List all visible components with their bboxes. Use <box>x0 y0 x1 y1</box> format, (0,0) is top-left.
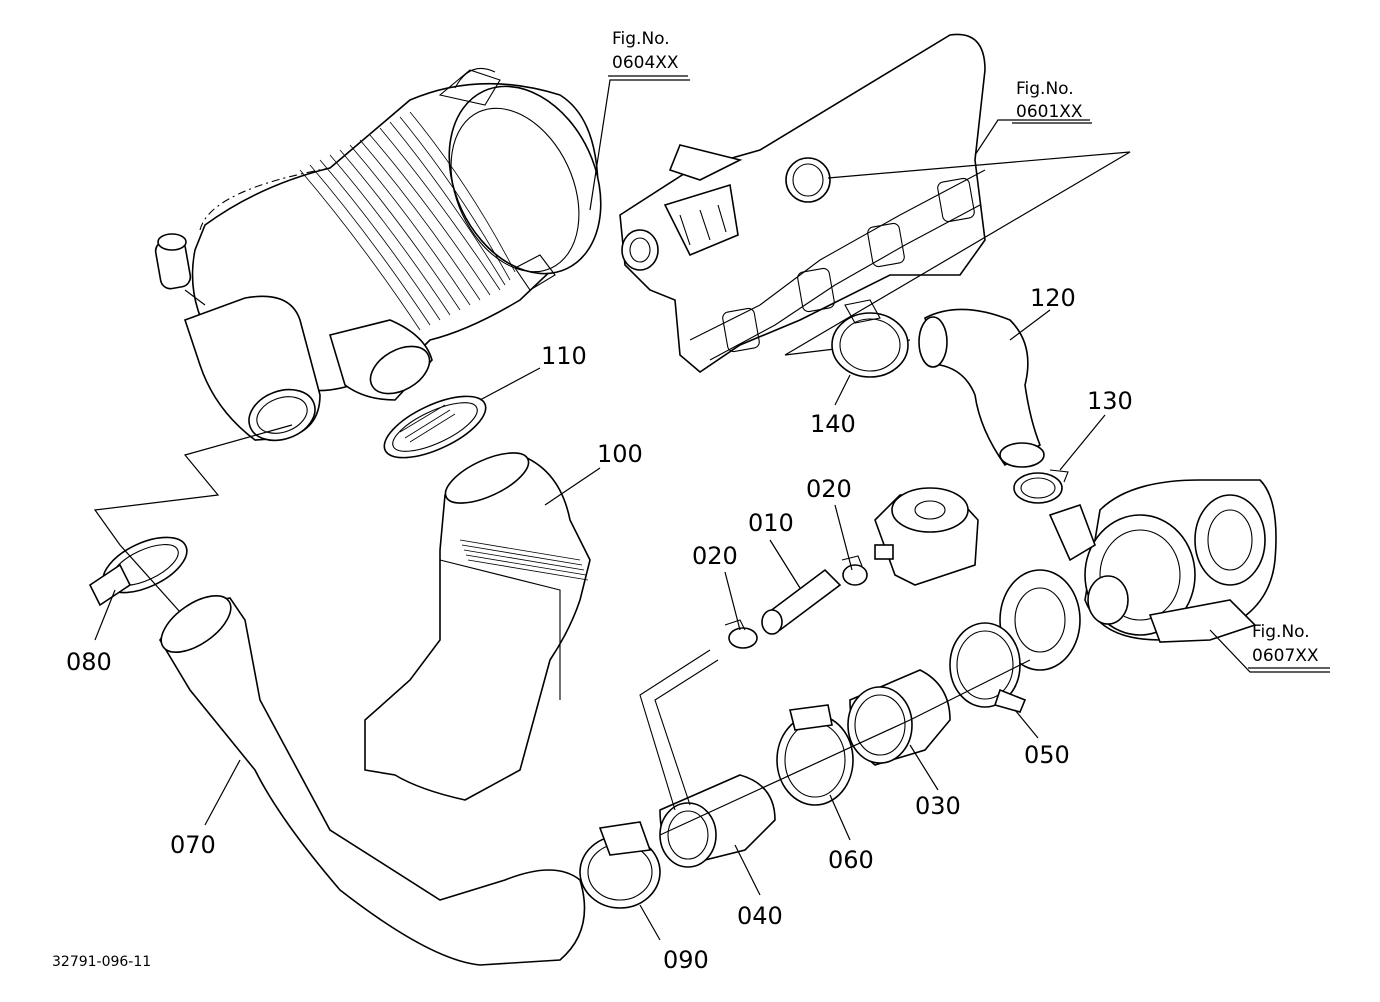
leader-0604 <box>589 79 690 211</box>
valve <box>874 487 979 586</box>
clamp-130 <box>1013 469 1069 504</box>
tube-010 <box>761 568 842 635</box>
figure-ref-0604: Fig.No. 0604XX <box>608 29 688 77</box>
figure-ref-label: Fig.No. <box>612 29 670 49</box>
leader-0607 <box>1209 629 1330 673</box>
duct-100 <box>364 452 591 801</box>
figure-ref-0601: Fig.No. 0601XX <box>1012 79 1092 124</box>
turbocharger <box>999 479 1277 671</box>
figure-ref-number: 0604XX <box>612 53 679 73</box>
label-030: 030 <box>915 792 961 820</box>
projection-lines-intake <box>659 659 1031 836</box>
part-labels: 010 020 020 030 040 050 060 070 080 090 … <box>66 284 1133 974</box>
figure-ref-number: 0607XX <box>1252 646 1319 666</box>
clamp-140 <box>831 299 909 378</box>
clamp-020-right <box>841 555 868 586</box>
figure-ref-label: Fig.No. <box>1016 79 1074 99</box>
hose-030 <box>847 669 951 766</box>
clamp-050 <box>949 622 1027 713</box>
leader-0601 <box>974 119 1090 156</box>
label-060: 060 <box>828 846 874 874</box>
drawing-code: 32791-096-11 <box>52 954 151 970</box>
label-010: 010 <box>748 509 794 537</box>
label-130: 130 <box>1087 387 1133 415</box>
figure-ref-label: Fig.No. <box>1252 622 1310 642</box>
label-080: 080 <box>66 648 112 676</box>
label-040: 040 <box>737 902 783 930</box>
air-cleaner-assembly <box>154 67 602 442</box>
hose-120 <box>918 308 1045 468</box>
clamp-060 <box>776 704 854 806</box>
hose-040 <box>639 649 776 868</box>
label-020-right: 020 <box>806 475 852 503</box>
label-100: 100 <box>597 440 643 468</box>
figure-ref-number: 0601XX <box>1016 102 1083 122</box>
hose-070 <box>159 595 586 966</box>
label-050: 050 <box>1024 741 1070 769</box>
leader-lines <box>94 309 1106 941</box>
clamp-080 <box>88 536 188 607</box>
label-110: 110 <box>541 342 587 370</box>
label-140: 140 <box>810 410 856 438</box>
clamp-020-left <box>724 619 758 649</box>
label-090: 090 <box>663 946 709 974</box>
exhaust-manifold <box>619 33 986 374</box>
clamp-110 <box>383 395 487 459</box>
figure-ref-0607: Fig.No. 0607XX <box>1248 622 1330 669</box>
label-070: 070 <box>170 831 216 859</box>
projection-lines-070 <box>93 424 293 613</box>
clamp-090 <box>579 821 661 909</box>
label-120: 120 <box>1030 284 1076 312</box>
label-020-left: 020 <box>692 542 738 570</box>
